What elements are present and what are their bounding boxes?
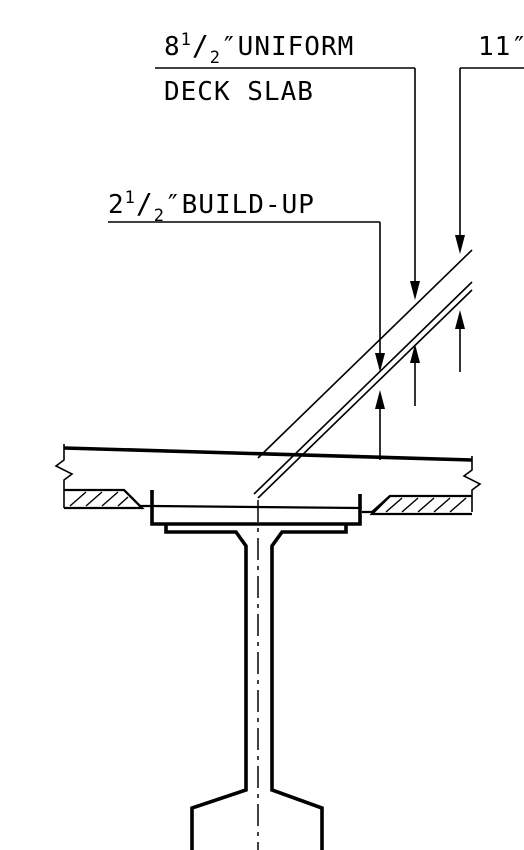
label-total-thickness: 11″ [478, 32, 524, 62]
right-haunch-form [362, 494, 472, 516]
build-up-whole: 2 [108, 190, 125, 220]
left-haunch-form [64, 488, 152, 510]
leader-deck-slab [155, 67, 420, 300]
build-up-denominator: 2 [154, 206, 165, 226]
fraction-slash: / [192, 29, 210, 62]
svg-text:21/2″BUILD-UP: 21/2″BUILD-UP [108, 187, 315, 226]
fraction-slash: / [136, 187, 154, 220]
deck-slab-line1-rest: UNIFORM [238, 32, 355, 62]
label-deck-slab: 81/2″UNIFORM DECK SLAB [164, 29, 354, 107]
deck-slab [54, 444, 482, 512]
svg-text:81/2″UNIFORM: 81/2″UNIFORM [164, 29, 354, 68]
build-up-unit: ″ [165, 190, 182, 220]
deck-slab-numerator: 1 [181, 30, 192, 50]
build-up-numerator: 1 [125, 188, 136, 208]
leader-total [455, 67, 524, 254]
leader-build-up [108, 221, 385, 372]
section-cut-lines [253, 249, 473, 499]
deck-slab-whole: 8 [164, 32, 181, 62]
label-build-up: 21/2″BUILD-UP [108, 187, 315, 226]
deck-slab-denominator: 2 [210, 48, 221, 68]
girder-web [164, 524, 348, 850]
build-up-rest: BUILD-UP [182, 190, 315, 220]
deck-slab-unit: ″ [221, 32, 238, 62]
dim-arrows-up [375, 310, 465, 460]
girder-top-plate [150, 490, 362, 526]
deck-slab-line2: DECK SLAB [164, 77, 314, 107]
